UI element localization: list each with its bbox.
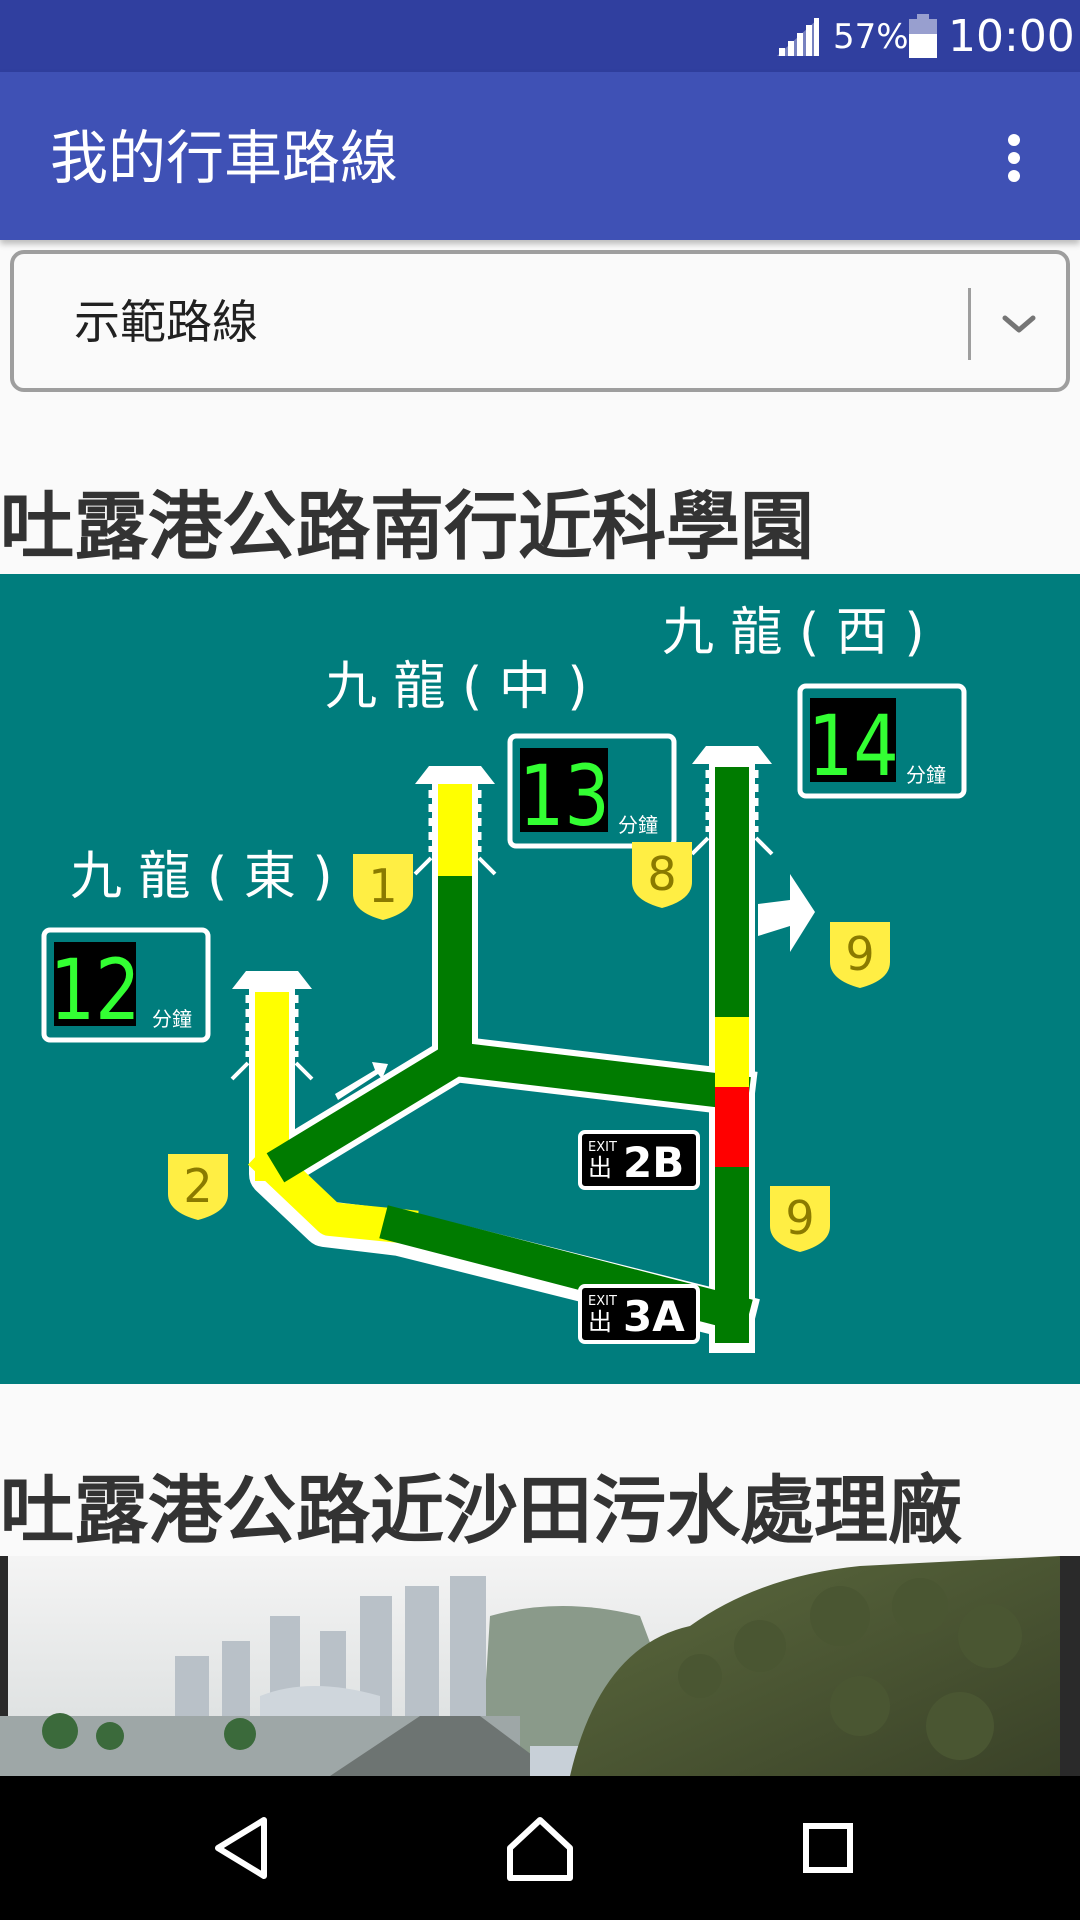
svg-text:EXIT: EXIT [588,1294,617,1309]
svg-text:2: 2 [183,1159,212,1213]
road-end-markers [230,746,774,1081]
journey-time-unit: 分鐘 [906,763,946,787]
status-bar: 57% 10:00 [0,0,1080,72]
journey-time-board: 12 分鐘 [41,927,211,1043]
route-shield: 9 [830,922,890,988]
route-shield: 9 [770,1186,830,1252]
svg-text:EXIT: EXIT [588,1140,617,1155]
exit-arrow [758,874,815,952]
svg-text:出: 出 [588,1154,612,1182]
journey-time-minutes: 12 [50,942,141,1039]
route-shield: 1 [353,854,413,920]
exit-sign: EXIT 出 3A [578,1284,700,1344]
route-dropdown[interactable]: 示範路線 [10,250,1070,392]
svg-text:出: 出 [588,1308,612,1336]
destination-label: 九 龍 ( 西 ) [662,603,925,663]
destination-label: 九 龍 ( 東 ) [70,847,333,907]
svg-text:9: 9 [845,927,874,981]
app-title: 我的行車路線 [50,124,399,192]
signal-icon [777,18,819,56]
route-shield: 2 [168,1154,228,1220]
chevron-down-icon [1002,315,1036,333]
journey-time-minutes: 14 [808,698,899,795]
camera-title: 吐露港公路近沙田污水處理廠 [0,1468,962,1554]
journey-time-unit: 分鐘 [152,1007,192,1031]
direction-arrow [335,1062,388,1100]
more-vert-icon[interactable] [990,128,1038,188]
svg-text:2B: 2B [623,1138,684,1187]
svg-text:3A: 3A [623,1292,685,1341]
journey-time-map[interactable]: 九 龍 ( 東 ) 九 龍 ( 中 ) 九 龍 ( 西 ) 12 分鐘 13 分… [0,574,1080,1384]
journey-time-unit: 分鐘 [618,813,658,837]
home-icon[interactable] [498,1806,582,1890]
journey-time-board: 14 分鐘 [797,683,967,799]
camera-title: 吐露港公路南行近科學園 [0,484,814,570]
traffic-camera-photo[interactable] [0,1556,1080,1776]
app-bar: 我的行車路線 [0,72,1080,240]
route-shield: 8 [632,842,692,908]
destination-label: 九 龍 ( 中 ) [325,657,588,717]
journey-time-minutes: 13 [519,748,610,845]
exit-sign: EXIT 出 2B [578,1130,700,1190]
battery-percentage: 57% [833,17,909,57]
svg-text:1: 1 [368,859,397,913]
journey-time-board: 13 分鐘 [507,733,677,849]
recents-icon[interactable] [786,1806,870,1890]
svg-text:8: 8 [647,847,676,901]
navigation-bar [0,1776,1080,1920]
battery-icon [909,14,937,58]
route-dropdown-value: 示範路線 [74,295,258,349]
back-icon[interactable] [200,1806,284,1890]
svg-text:9: 9 [785,1191,814,1245]
clock: 10:00 [948,11,1075,62]
dropdown-divider [968,288,971,360]
